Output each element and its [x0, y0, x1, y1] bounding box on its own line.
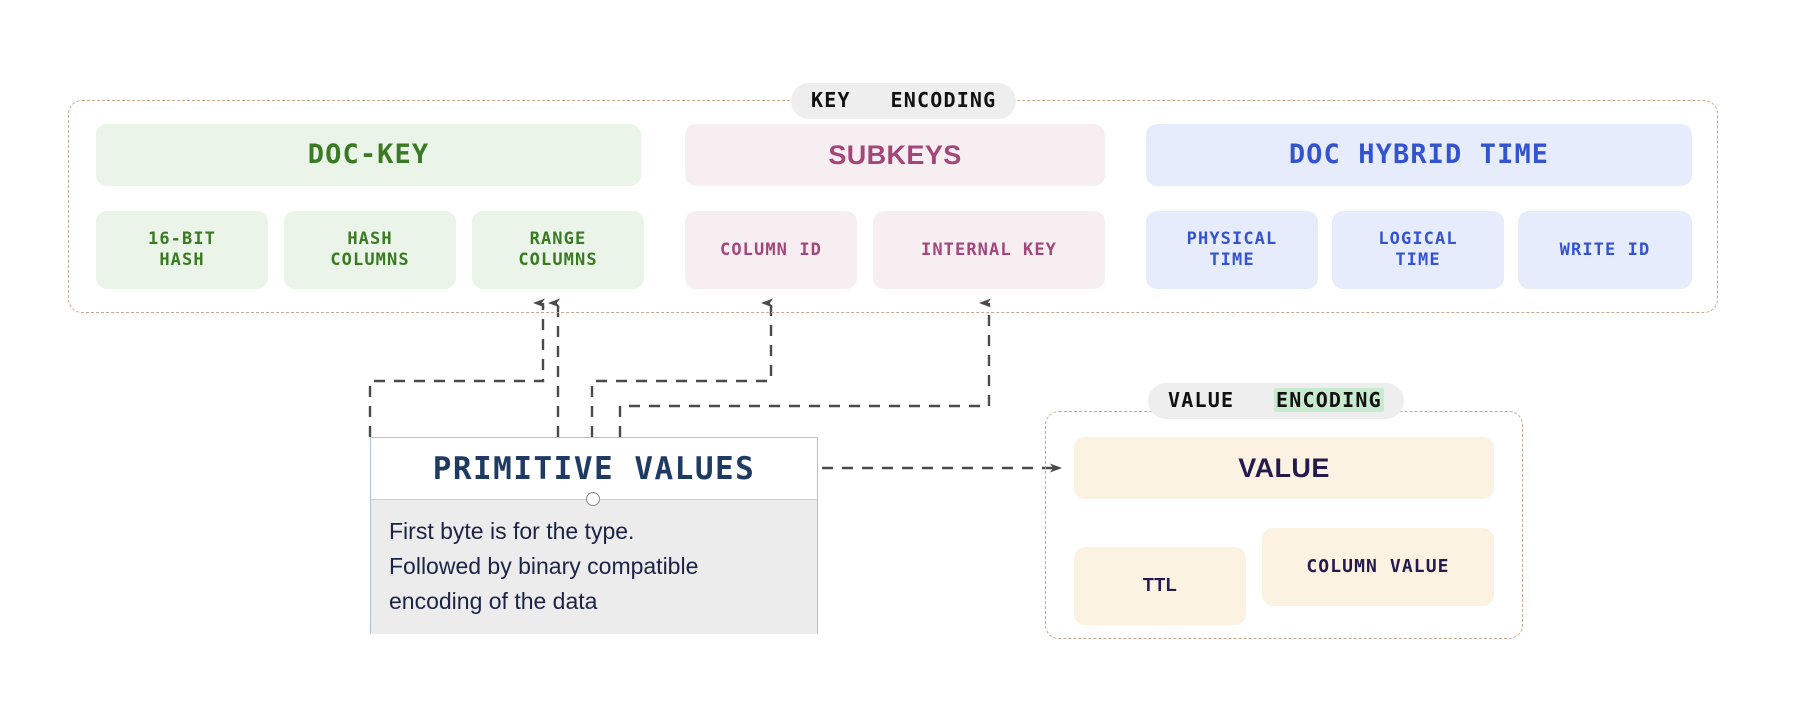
doc-key-header[interactable]: DOC-KEY	[96, 124, 641, 186]
value-encoding-title-prefix: VALUE	[1168, 388, 1235, 412]
doc-key-child-range-columns[interactable]: RANGE COLUMNS	[472, 211, 644, 289]
doc-key-child-range-columns-line1: RANGE	[529, 229, 587, 250]
connector-to-internal-key	[618, 298, 991, 437]
subkeys-child-internal-key[interactable]: INTERNAL KEY	[873, 211, 1105, 289]
doc-key-child-hash-columns[interactable]: HASH COLUMNS	[284, 211, 456, 289]
primitive-values-body: First byte is for the type. Followed by …	[371, 500, 817, 634]
circle-icon	[586, 492, 600, 506]
value-encoding-title: VALUE ENCODING	[1148, 383, 1404, 419]
doc-key-child-16-bit-hash-line2: HASH	[159, 250, 205, 270]
doc-hybrid-time-child-write-id[interactable]: WRITE ID	[1518, 211, 1692, 289]
key-encoding-title-prefix: KEY	[811, 88, 851, 112]
primitive-values-title: PRIMITIVE VALUES	[371, 438, 817, 499]
connector-to-hash-columns	[368, 298, 545, 437]
doc-hybrid-time-child-logical-time[interactable]: LOGICAL TIME	[1332, 211, 1504, 289]
doc-key-child-16-bit-hash[interactable]: 16-BIT HASH	[96, 211, 268, 289]
connector-to-column-id	[590, 298, 773, 437]
doc-hybrid-time-child-logical-time-line1: LOGICAL	[1378, 229, 1458, 250]
doc-key-child-hash-columns-line1: HASH	[347, 229, 393, 250]
doc-hybrid-time-child-logical-time-line2: TIME	[1395, 250, 1441, 270]
doc-hybrid-time-child-physical-time-line1: PHYSICAL	[1186, 229, 1278, 250]
primitive-values-body-line2: Followed by binary compatible	[389, 552, 699, 579]
subkeys-header[interactable]: SUBKEYS	[685, 124, 1105, 186]
value-child-column-value[interactable]: COLUMN VALUE	[1262, 528, 1494, 606]
primitive-values-node[interactable]: PRIMITIVE VALUES First byte is for the t…	[370, 437, 818, 634]
key-encoding-title-suffix: ENCODING	[890, 88, 997, 112]
primitive-values-body-line3: encoding of the data	[389, 587, 598, 614]
primitive-values-divider	[371, 492, 817, 506]
doc-key-child-16-bit-hash-line1: 16-BIT	[147, 229, 216, 250]
value-child-ttl[interactable]: TTL	[1074, 547, 1246, 625]
subkeys-child-column-id[interactable]: COLUMN ID	[685, 211, 857, 289]
doc-key-child-hash-columns-line2: COLUMNS	[330, 250, 410, 270]
doc-hybrid-time-header[interactable]: DOC HYBRID TIME	[1146, 124, 1692, 186]
value-header[interactable]: VALUE	[1074, 437, 1494, 499]
primitive-values-body-line1: First byte is for the type.	[389, 518, 635, 544]
key-encoding-title: KEY ENCODING	[791, 83, 1017, 119]
doc-hybrid-time-child-physical-time[interactable]: PHYSICAL TIME	[1146, 211, 1318, 289]
doc-key-child-range-columns-line2: COLUMNS	[518, 250, 598, 270]
doc-hybrid-time-child-physical-time-line2: TIME	[1209, 250, 1255, 270]
value-encoding-title-suffix: ENCODING	[1273, 388, 1384, 412]
